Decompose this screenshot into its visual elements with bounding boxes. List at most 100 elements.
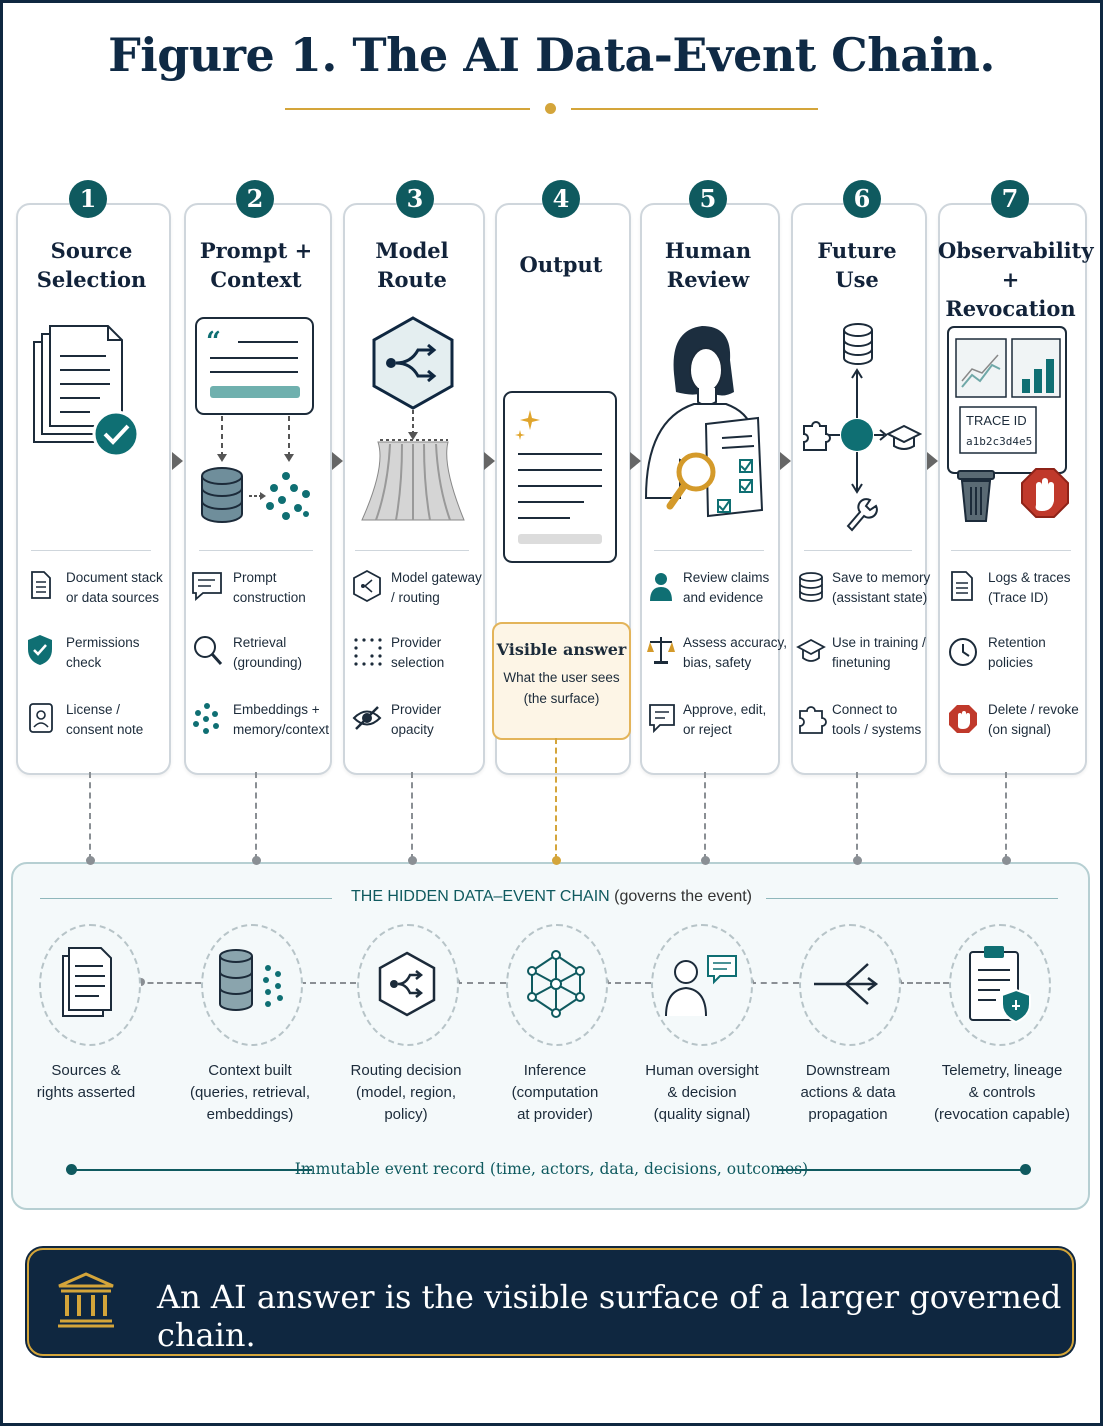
puzzle-icon: [799, 706, 827, 734]
card-divider: [951, 550, 1071, 551]
vertical-connector: [255, 772, 257, 860]
panel-title-rule: [766, 898, 1058, 899]
chain-node-label: Downstream actions & data propagation: [800, 1062, 896, 1123]
chain-connector: [898, 982, 949, 984]
title-rule-left: [285, 108, 530, 110]
stop-hand-icon: [949, 705, 977, 733]
vertical-connector: [411, 772, 413, 860]
hexagon-icon: [353, 569, 381, 603]
panel-title-rule: [40, 898, 332, 899]
chain-connector: [456, 982, 506, 984]
step-number-badge: 3: [396, 180, 434, 218]
dot-grid-icon: [354, 638, 382, 666]
title-rule-dot: [545, 103, 556, 114]
database-dots-icon: [219, 949, 283, 1011]
human-review-illustration: [644, 326, 764, 518]
id-card-icon: [29, 703, 53, 733]
person-icon: [650, 573, 672, 601]
chain-node-label: Human oversight & decision (quality sign…: [645, 1062, 759, 1123]
connector-dot: [701, 856, 710, 865]
trace-id-value: a1b2c3d4e5: [966, 435, 1032, 448]
vertical-connector: [1005, 772, 1007, 860]
document-icon: [31, 571, 51, 599]
clock-icon: [949, 638, 977, 666]
clipboard-shield-icon: [969, 946, 1031, 1024]
shield-check-icon: [28, 635, 52, 665]
connector-dot: [853, 856, 862, 865]
svg-text:“: “: [206, 327, 221, 357]
vertical-connector: [704, 772, 706, 860]
step-number-badge: 4: [542, 180, 580, 218]
visible-answer-box: Visible answer What the user sees (the s…: [492, 622, 631, 740]
flow-arrow: [927, 452, 938, 470]
chat-bubble-icon: [192, 572, 222, 601]
graduation-cap-icon: [796, 638, 826, 662]
flow-arrow: [780, 452, 791, 470]
card-divider: [654, 550, 764, 551]
magnifier-icon: [194, 636, 223, 666]
chain-node-label: Inference (computation at provider): [511, 1062, 599, 1123]
event-record-dot: [1020, 1164, 1031, 1175]
step-number-badge: 7: [991, 180, 1029, 218]
hidden-chain-title: THE HIDDEN DATA–EVENT CHAIN (governs the…: [0, 888, 1103, 906]
step-title: Future Use: [817, 238, 897, 292]
step-number-badge: 2: [236, 180, 274, 218]
feature-text: Connect to tools / systems: [832, 702, 922, 737]
event-record-rule: [778, 1169, 1025, 1171]
scales-icon: [647, 637, 675, 664]
step-title: Human Review: [664, 238, 752, 292]
observability-revocation-illustration: TRACE ID a1b2c3d4e5: [947, 326, 1069, 522]
chain-connector: [605, 982, 651, 984]
connector-dot: [552, 856, 561, 865]
feature-text: Use in training / finetuning: [832, 635, 926, 670]
routing-hexagon-icon: [378, 951, 436, 1017]
chain-node-circle: [651, 924, 753, 1046]
feature-text: Provider opacity: [391, 702, 442, 737]
connector-dot: [1002, 856, 1011, 865]
log-document-icon: [951, 571, 973, 601]
step-title: Prompt + Context: [199, 238, 313, 292]
summary-banner-text: An AI answer is the visible surface of a…: [157, 1278, 1062, 1354]
chain-node-label: Context built (queries, retrieval, embed…: [189, 1062, 311, 1123]
feature-text: Delete / revoke (on signal): [988, 702, 1079, 737]
feature-text: Embeddings + memory/context: [233, 702, 330, 737]
prompt-context-illustration: “: [195, 317, 314, 523]
output-document-illustration: [503, 391, 617, 563]
step-number-badge: 5: [689, 180, 727, 218]
visible-answer-title: Visible answer: [496, 640, 627, 659]
feature-text: Provider selection: [391, 635, 445, 670]
card-divider: [31, 550, 151, 551]
title-rule-right: [571, 108, 818, 110]
feature-text: Assess accuracy, bias, safety: [683, 635, 788, 670]
chain-dot: [137, 978, 145, 986]
hidden-chain-heading: THE HIDDEN DATA–EVENT CHAIN: [350, 888, 610, 905]
step-title: Source Selection: [36, 238, 147, 292]
feature-text: Review claims and evidence: [683, 570, 770, 605]
step-card-source-selection: [16, 203, 171, 775]
connector-dot: [408, 856, 417, 865]
person-chat-icon: [665, 955, 737, 1017]
feature-text: Retention policies: [988, 635, 1046, 670]
event-record-dot: [66, 1164, 77, 1175]
document-stack-check-illustration: [33, 325, 140, 458]
institution-icon: [58, 1272, 114, 1328]
feature-text: License / consent note: [66, 702, 144, 737]
event-record-rule: [70, 1169, 312, 1171]
step-number-badge: 6: [843, 180, 881, 218]
chain-node-label: Telemetry, lineage & controls (revocatio…: [934, 1062, 1070, 1123]
card-divider: [804, 550, 912, 551]
card-divider: [355, 550, 469, 551]
feature-text: Approve, edit, or reject: [683, 702, 767, 737]
dots-cluster-icon: [193, 703, 219, 734]
vertical-connector: [89, 772, 91, 860]
feature-text: Retrieval (grounding): [233, 635, 303, 670]
chain-connector: [138, 982, 201, 984]
feature-text: Logs & traces (Trace ID): [988, 570, 1071, 605]
trace-id-label: TRACE ID: [966, 413, 1027, 428]
feature-text: Document stack or data sources: [66, 570, 163, 605]
flow-arrow: [172, 452, 183, 470]
flow-arrow: [484, 452, 495, 470]
feature-text: Model gateway / routing: [391, 570, 482, 605]
event-record-text: Immutable event record (time, actors, da…: [294, 1160, 809, 1178]
step-title: Output: [519, 252, 603, 277]
